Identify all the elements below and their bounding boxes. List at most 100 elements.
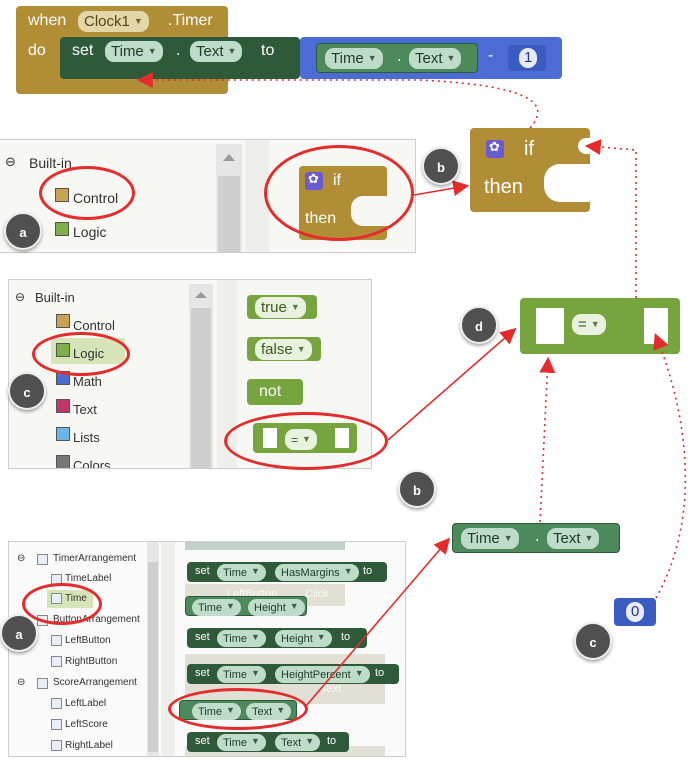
- not-block[interactable]: not: [247, 379, 303, 405]
- collapse-icon[interactable]: ⊖: [17, 677, 26, 688]
- set-time-height-block[interactable]: set Time▼ Height▼ to: [187, 628, 367, 648]
- component-dropdown[interactable]: Time▼: [105, 41, 163, 62]
- control-swatch-icon: [56, 314, 70, 328]
- dropdown-arrow-icon: ▼: [305, 736, 315, 746]
- prop-label: Text: [281, 737, 302, 749]
- prop-label: Height: [281, 633, 313, 645]
- when-label: when: [28, 12, 67, 29]
- tree-right-button[interactable]: RightButton: [65, 656, 118, 667]
- tree-left-score[interactable]: LeftScore: [65, 719, 108, 730]
- arrow-big-if-to-timer: [136, 72, 539, 129]
- lists-item-c[interactable]: Lists: [73, 430, 100, 445]
- tree-button-arrangement[interactable]: ButtonArrangement: [53, 614, 140, 625]
- colors-swatch-icon: [56, 455, 70, 468]
- property-dropdown[interactable]: Text▼: [190, 41, 243, 62]
- time-height-getter-block[interactable]: Time▼ Height▼: [185, 596, 307, 616]
- set-time-text-block[interactable]: set Time▼ . Text▼ to: [60, 37, 300, 79]
- number-1-block[interactable]: 1: [508, 45, 546, 71]
- text-item-c[interactable]: Text: [73, 402, 97, 417]
- do-label: do: [28, 42, 46, 59]
- comp-dropdown[interactable]: Time▼: [217, 666, 266, 683]
- ghost-block: [185, 542, 345, 550]
- dropdown-arrow-icon: ▼: [290, 302, 300, 312]
- getter-component-dropdown[interactable]: Time▼: [325, 48, 383, 69]
- badge-b-2: b: [398, 470, 436, 508]
- getter-dot-label: .: [397, 48, 402, 65]
- collapse-icon[interactable]: ⊖: [15, 290, 26, 304]
- badge-a-2: a: [0, 614, 38, 652]
- true-dropdown[interactable]: true▼: [255, 297, 306, 318]
- colors-item-c[interactable]: Colors: [73, 458, 111, 469]
- prop-dropdown[interactable]: Text▼: [275, 734, 321, 751]
- tree-left-label[interactable]: LeftLabel: [65, 698, 107, 709]
- arrangement-icon: [37, 554, 48, 565]
- arrow-zero-to-equals-right: [653, 333, 687, 599]
- clock-dropdown-label: Clock1: [84, 13, 130, 30]
- scrollbar[interactable]: [216, 144, 242, 252]
- scroll-thumb[interactable]: [191, 308, 211, 468]
- clock-dropdown[interactable]: Clock1▼: [78, 11, 149, 32]
- getter-b-component-label: Time: [467, 530, 500, 547]
- getter-property-dropdown[interactable]: Text▼: [409, 48, 462, 69]
- collapse-icon[interactable]: ⊖: [5, 154, 16, 169]
- getter-component-label: Time: [331, 50, 364, 67]
- prop-dropdown[interactable]: Height▼: [275, 630, 332, 647]
- scroll-thumb[interactable]: [218, 176, 240, 252]
- scrollbar[interactable]: [189, 284, 213, 468]
- number-0-block[interactable]: 0: [614, 598, 656, 626]
- arrow-getter-to-equals-left: [539, 356, 556, 523]
- prop-dropdown[interactable]: HeightPercent▼: [275, 666, 370, 683]
- tree-left-button[interactable]: LeftButton: [65, 635, 111, 646]
- collapse-icon[interactable]: ⊖: [17, 553, 26, 564]
- arrangement-icon: [37, 678, 48, 689]
- tree-score-arrangement[interactable]: ScoreArrangement: [53, 677, 137, 688]
- true-block[interactable]: true▼: [247, 295, 317, 319]
- builtin-header[interactable]: Built-in: [29, 155, 72, 171]
- prop-dropdown[interactable]: HasMargins▼: [275, 564, 359, 581]
- comp-dropdown[interactable]: Time▼: [217, 630, 266, 647]
- big-then-slot: [544, 164, 590, 202]
- dropdown-arrow-icon: ▼: [251, 566, 260, 576]
- set-time-text-block-a2[interactable]: set Time▼ Text▼ to: [187, 732, 349, 752]
- number-0-field[interactable]: 0: [626, 602, 645, 622]
- time-text-getter-block-b[interactable]: Time▼ . Text▼: [452, 523, 620, 553]
- dropdown-arrow-icon: ▼: [367, 53, 377, 63]
- getter-b-property-dropdown[interactable]: Text▼: [547, 528, 600, 549]
- set-time-hasmargins-block[interactable]: set Time▼ HasMargins▼ to: [187, 562, 387, 582]
- scroll-up-icon[interactable]: [223, 154, 235, 161]
- time-text-getter-block[interactable]: Time▼ . Text▼: [316, 43, 478, 73]
- lists-swatch-icon: [56, 427, 70, 441]
- builtin-header-c[interactable]: Built-in: [35, 290, 75, 305]
- prop-dropdown[interactable]: Height▼: [248, 599, 305, 616]
- highlight-equals-oval: [224, 412, 388, 470]
- comp-dropdown[interactable]: Time▼: [217, 734, 266, 751]
- scroll-up-icon[interactable]: [195, 292, 207, 298]
- gear-icon[interactable]: [486, 139, 504, 158]
- timer-event-label: .Timer: [168, 12, 213, 29]
- set-time-heightpercent-block[interactable]: set Time▼ HeightPercent▼ to: [187, 664, 399, 684]
- scroll-thumb[interactable]: [148, 562, 158, 752]
- comp-dropdown[interactable]: Time▼: [217, 564, 266, 581]
- big-equals-dropdown[interactable]: =▼: [572, 314, 606, 335]
- set-label: set: [195, 667, 210, 679]
- set-label: set: [195, 565, 210, 577]
- control-item-c[interactable]: Control: [73, 318, 115, 333]
- logic-swatch-icon: [55, 222, 69, 236]
- math-item-c[interactable]: Math: [73, 374, 102, 389]
- highlight-time-oval: [22, 583, 102, 625]
- tree-timer-arrangement[interactable]: TimerArrangement: [53, 553, 136, 564]
- subtract-block[interactable]: Time▼ . Text▼ - 1: [300, 37, 562, 79]
- ghost-click: Click: [305, 588, 329, 600]
- comp-dropdown[interactable]: Time▼: [192, 599, 241, 616]
- big-if-then-block[interactable]: if then: [470, 128, 590, 212]
- tree-right-label[interactable]: RightLabel: [65, 740, 113, 751]
- number-1-field[interactable]: 1: [519, 48, 538, 68]
- false-dropdown[interactable]: false▼: [255, 339, 312, 360]
- getter-b-component-dropdown[interactable]: Time▼: [461, 528, 519, 549]
- logic-item[interactable]: Logic: [73, 224, 107, 240]
- scrollbar[interactable]: [147, 542, 159, 756]
- tree-time-label[interactable]: TimeLabel: [65, 573, 112, 584]
- false-block[interactable]: false▼: [247, 337, 321, 361]
- dropdown-arrow-icon: ▼: [446, 53, 456, 63]
- big-equals-block[interactable]: =▼: [520, 298, 680, 354]
